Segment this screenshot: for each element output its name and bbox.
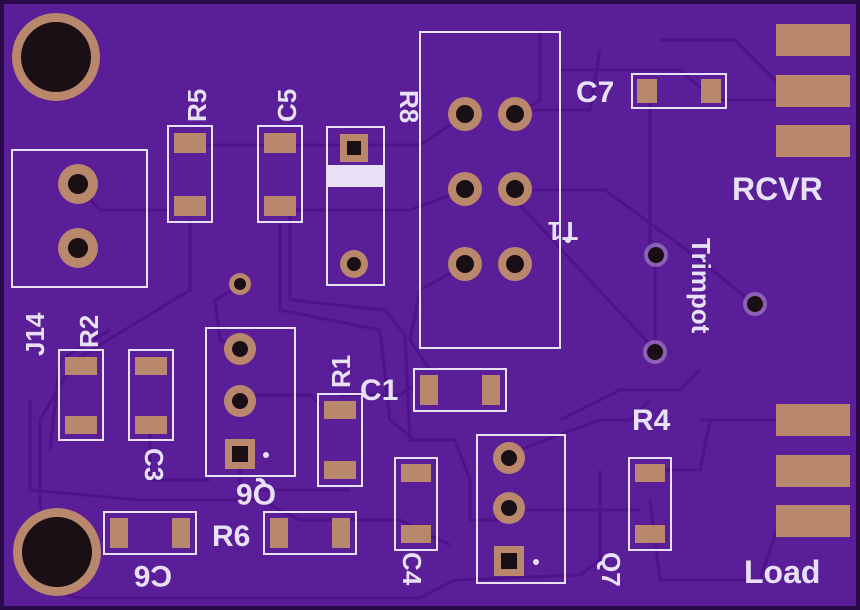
mounting-hole xyxy=(12,13,100,101)
c1-label: C1 xyxy=(360,374,398,407)
trace xyxy=(288,188,505,522)
c3-label: C3 xyxy=(139,448,169,481)
r5-resistor xyxy=(167,125,213,223)
r2-resistor xyxy=(58,349,104,441)
q6-transistor xyxy=(205,327,296,477)
c6-label: C6 xyxy=(134,559,172,592)
trace xyxy=(520,49,602,112)
trimpot-label: Trimpot xyxy=(686,238,716,334)
trace xyxy=(504,398,652,457)
trace xyxy=(560,68,800,102)
trace xyxy=(240,393,322,407)
j14-connector xyxy=(11,149,148,288)
rcvr-label: RCVR xyxy=(732,171,823,207)
c4-capacitor xyxy=(394,457,438,551)
j14-label: J14 xyxy=(20,312,50,356)
mounting-hole xyxy=(13,508,101,596)
t1-label: T1 xyxy=(548,216,578,246)
trace xyxy=(513,198,657,352)
t1-transformer xyxy=(419,31,571,349)
trace xyxy=(148,430,210,482)
rcvr-edge-connector xyxy=(776,24,850,157)
r5-label: R5 xyxy=(182,89,212,122)
r2-label: R2 xyxy=(74,315,104,348)
trace xyxy=(559,368,702,422)
r6-resistor xyxy=(263,511,357,555)
r1-resistor xyxy=(317,393,363,487)
q7-transistor xyxy=(476,434,566,584)
trimpot xyxy=(643,243,767,364)
load-edge-connector xyxy=(776,404,850,537)
trace xyxy=(520,188,756,307)
diode xyxy=(326,126,385,286)
r1-label: R1 xyxy=(326,355,356,388)
soldermask xyxy=(4,4,856,606)
r8-label: R8 xyxy=(394,90,424,123)
trace xyxy=(408,263,466,371)
c7-label: C7 xyxy=(576,76,614,109)
c3-capacitor xyxy=(128,349,174,441)
c7-capacitor xyxy=(631,73,727,109)
q7-label: Q7 xyxy=(596,552,626,587)
q6-label: Q6 xyxy=(236,477,276,510)
trace xyxy=(28,400,451,547)
load-label: Load xyxy=(744,554,820,590)
c6-capacitor xyxy=(103,511,197,555)
via xyxy=(229,273,251,295)
r4-resistor xyxy=(628,457,672,551)
trace xyxy=(278,220,440,442)
r4-label: R4 xyxy=(632,404,671,437)
c5-label: C5 xyxy=(272,89,302,122)
c5-capacitor xyxy=(257,125,303,223)
c1-capacitor xyxy=(413,368,507,412)
r6-label: R6 xyxy=(212,520,250,553)
c4-label: C4 xyxy=(397,552,427,586)
